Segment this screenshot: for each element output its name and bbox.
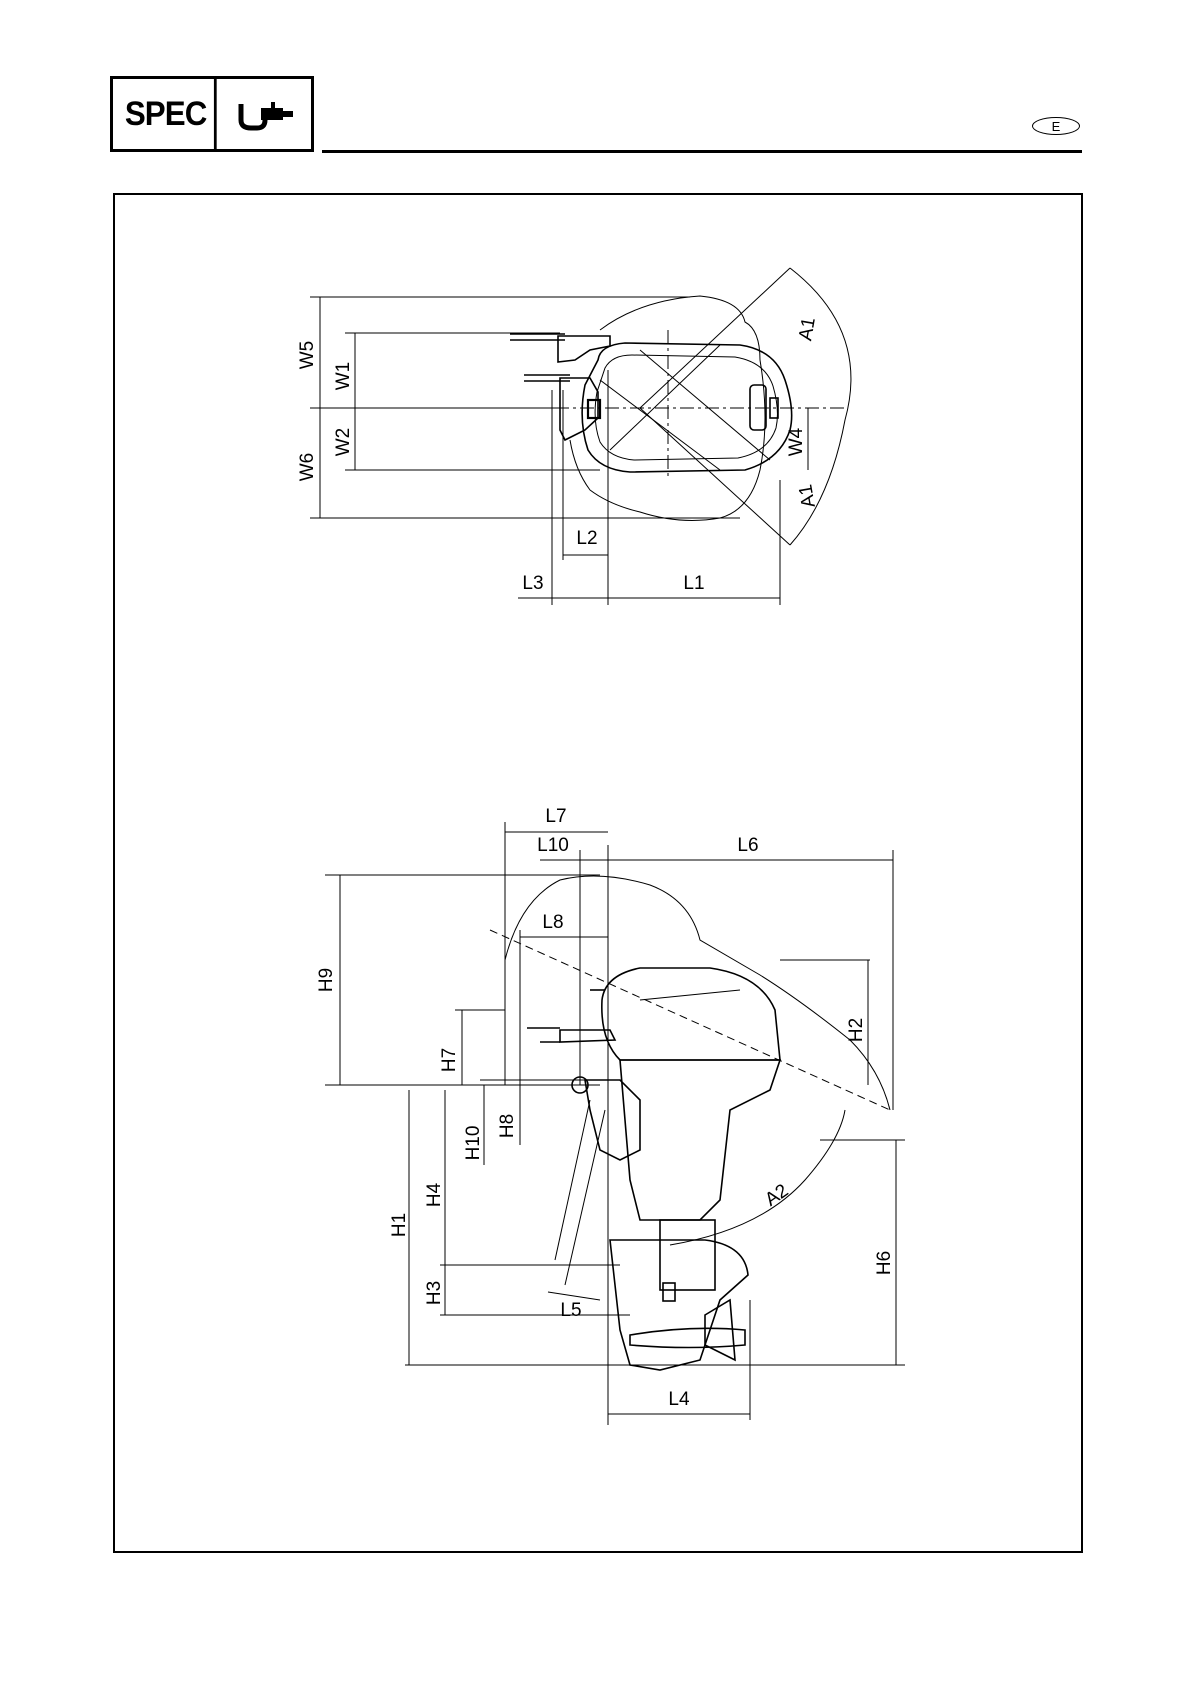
tiller-handle	[560, 1030, 615, 1042]
label-l1: L1	[683, 573, 704, 594]
label-w1: W1	[333, 362, 354, 391]
label-l6: L6	[737, 835, 758, 856]
label-h3: H3	[424, 1281, 445, 1305]
label-l7: L7	[545, 806, 566, 827]
label-l8: L8	[542, 912, 563, 933]
label-h8: H8	[497, 1114, 518, 1138]
a1-ray-upper	[640, 268, 790, 408]
label-h1: H1	[389, 1213, 410, 1237]
cowling-accent	[640, 990, 740, 1000]
label-l4: L4	[668, 1389, 690, 1410]
l5-ref-b	[565, 1110, 605, 1285]
label-h4: H4	[424, 1182, 445, 1207]
label-h7: H7	[439, 1048, 460, 1072]
label-a1-lower: A1	[795, 483, 820, 510]
anode	[663, 1283, 675, 1301]
label-w4: W4	[786, 427, 807, 456]
tiller-bracket-lower	[560, 378, 598, 440]
label-a1-upper: A1	[795, 316, 820, 343]
a1-ray-lower	[640, 408, 790, 545]
midsection	[620, 1060, 780, 1220]
label-w5: W5	[297, 341, 318, 370]
label-a2: A2	[761, 1180, 792, 1211]
label-l2: L2	[576, 528, 597, 549]
l5-ref-a	[555, 1100, 590, 1260]
top-view: W5 W1 W2 W6 W4 A1 A1 L2 L3 L1	[297, 268, 851, 605]
drive-shaft-housing	[660, 1220, 715, 1290]
side-view: L7 L10 L6 L8 H9 H7 H2 H8 H10 H4 H1 H3	[316, 806, 905, 1425]
label-h10: H10	[463, 1126, 484, 1161]
dim-a2-arc	[670, 1110, 845, 1245]
tilt-ray-c	[610, 345, 720, 450]
gear-case	[630, 1328, 745, 1347]
label-h6: H6	[874, 1251, 895, 1275]
tiller-bracket	[558, 336, 610, 362]
label-w6: W6	[297, 453, 318, 482]
lower-unit	[610, 1240, 748, 1370]
engine-cowling	[602, 968, 780, 1060]
label-w2: W2	[333, 428, 354, 457]
label-h2: H2	[846, 1018, 867, 1042]
label-h9: H9	[316, 968, 337, 992]
tilt-axis-dashed	[490, 930, 890, 1110]
dim-l5-line	[548, 1292, 600, 1300]
label-l3: L3	[522, 573, 543, 594]
clamp-bracket	[585, 1080, 640, 1160]
label-l5: L5	[560, 1300, 581, 1321]
label-l10: L10	[537, 835, 569, 856]
